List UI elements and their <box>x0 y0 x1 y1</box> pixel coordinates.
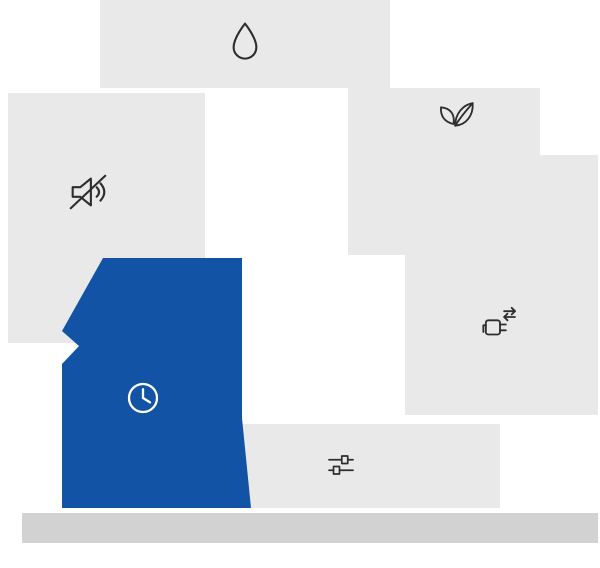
leaf-icon <box>436 94 476 134</box>
bottom-bar <box>22 513 598 543</box>
plug-swap-icon <box>480 302 520 342</box>
clock-icon <box>122 377 164 419</box>
tile-settings[interactable] <box>210 424 500 508</box>
tile-connect[interactable] <box>405 155 598 415</box>
water-drop-icon <box>224 19 266 65</box>
speaker-muted-icon <box>65 169 111 215</box>
tile-time[interactable] <box>62 258 251 508</box>
sliders-icon <box>323 447 359 483</box>
tile-water[interactable] <box>100 0 390 88</box>
